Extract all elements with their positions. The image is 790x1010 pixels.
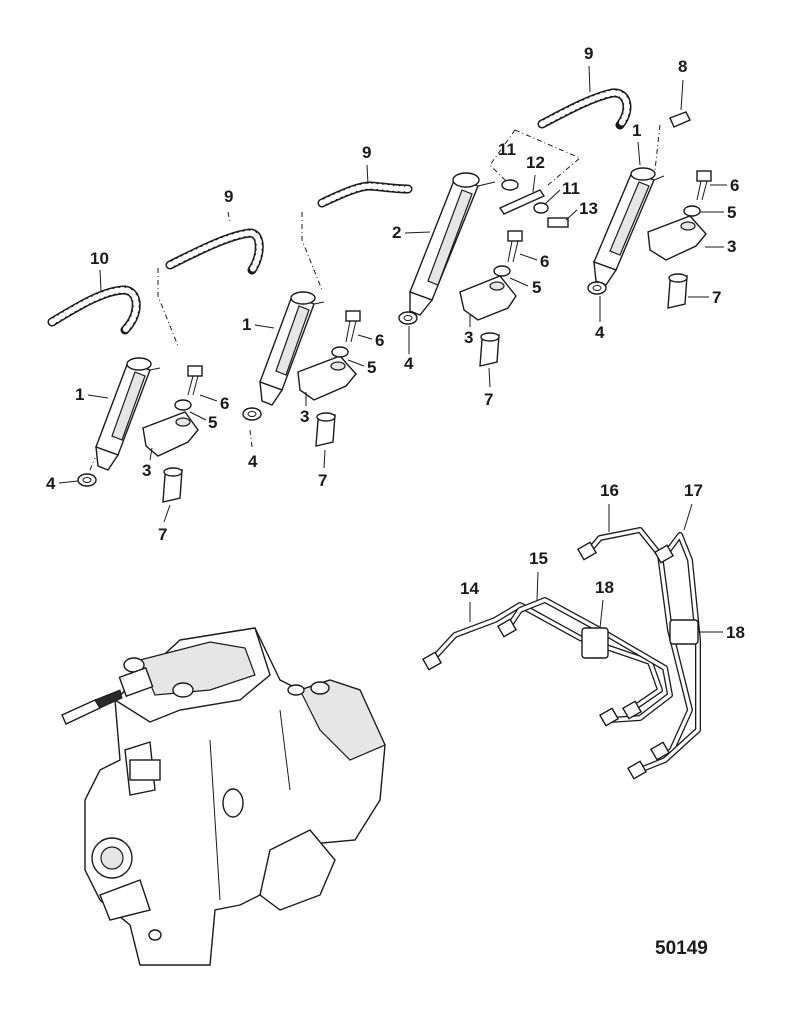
pipe-clamp-18-a [581, 627, 609, 659]
sleeve-7-left [162, 467, 183, 503]
sleeve-7-middle [315, 412, 336, 447]
callout-3: 3 [300, 407, 309, 426]
callout-9: 9 [224, 187, 233, 206]
cap-8 [669, 111, 691, 128]
injector-1-middle [259, 291, 325, 406]
callout-18: 18 [595, 578, 614, 597]
callout-3: 3 [464, 328, 473, 347]
bolt-6-middle [345, 310, 361, 343]
callout-9: 9 [584, 44, 593, 63]
copper-washer-4-left [77, 473, 97, 487]
washer-5-right [683, 205, 701, 217]
injection-pipe-14 [429, 602, 663, 715]
callout-7: 7 [712, 288, 721, 307]
callout-2: 2 [392, 223, 401, 242]
callout-1: 1 [75, 385, 84, 404]
callout-11: 11 [498, 140, 516, 159]
return-hose-9-right [537, 88, 632, 130]
injector-1-right [593, 167, 665, 286]
injection-pipe-15 [505, 597, 673, 723]
clamp-3-middle [297, 355, 357, 401]
callout-13: 13 [579, 199, 598, 218]
callout-7: 7 [158, 525, 167, 544]
callout-6: 6 [375, 331, 384, 350]
clamp-3-c [459, 275, 517, 321]
injector-2 [409, 172, 496, 316]
callout-4: 4 [248, 452, 258, 471]
clamp-3-right [647, 215, 707, 261]
callout-5: 5 [532, 278, 541, 297]
callout-8: 8 [678, 57, 687, 76]
injection-pump [61, 627, 386, 966]
callout-4: 4 [46, 474, 56, 493]
pipe-clamp-18-b [669, 619, 699, 645]
callout-12: 12 [526, 153, 545, 172]
copper-washer-4-middle [242, 407, 262, 421]
return-hose-9-left [165, 228, 264, 275]
callout-3: 3 [727, 237, 736, 256]
bolt-6-c [507, 230, 523, 263]
callout-7: 7 [318, 471, 327, 490]
callout-15: 15 [529, 549, 548, 568]
injection-pipe-17 [637, 532, 701, 773]
callout-1: 1 [632, 121, 641, 140]
washer-5-left [174, 399, 192, 411]
copper-washer-4-right [587, 281, 607, 295]
callout-6: 6 [540, 252, 549, 271]
callout-16: 16 [600, 481, 619, 500]
pipe-fittings [421, 541, 675, 780]
sleeve-7-c [479, 332, 500, 367]
callout-5: 5 [208, 413, 217, 432]
callout-5: 5 [367, 358, 376, 377]
callout-4: 4 [595, 323, 605, 342]
clamp-3-left [142, 411, 199, 457]
copper-washer-4-c [398, 311, 418, 325]
banjo-fitting-11-12-13 [498, 179, 569, 228]
callout-14: 14 [460, 579, 479, 598]
callout-6: 6 [220, 394, 229, 413]
callout-11: 11 [562, 179, 580, 198]
sleeve-7-right [667, 273, 688, 309]
washer-5-c [493, 265, 511, 277]
callout-6: 6 [730, 176, 739, 195]
bolt-6-left [187, 365, 203, 396]
callout-18: 18 [726, 623, 745, 642]
return-hose-10 [47, 285, 141, 335]
bolt-6-right [696, 170, 712, 201]
callout-9: 9 [362, 143, 371, 162]
callout-labels: 1 1 1 2 3 3 3 3 4 4 4 4 5 5 5 5 6 6 6 [46, 44, 745, 642]
callout-3: 3 [142, 461, 151, 480]
washer-5-middle [331, 346, 349, 358]
return-hose-9-middle [317, 181, 413, 208]
callout-7: 7 [484, 390, 493, 409]
injector-1-left [95, 357, 161, 471]
assembly-lines [89, 124, 661, 471]
callout-1: 1 [242, 315, 251, 334]
reference-number: 50149 [655, 938, 708, 959]
callout-4: 4 [404, 354, 414, 373]
callout-10: 10 [90, 249, 109, 268]
callout-5: 5 [727, 203, 736, 222]
callout-17: 17 [684, 481, 703, 500]
injection-pipe-16 [585, 527, 693, 763]
